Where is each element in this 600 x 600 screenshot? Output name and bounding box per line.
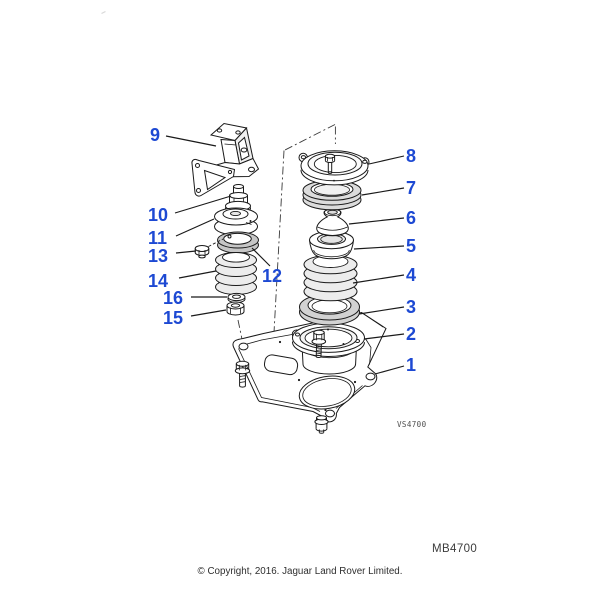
axis-line-top <box>283 124 336 151</box>
bolt-shank <box>239 372 246 388</box>
copyright-notice: © Copyright, 2016. Jaguar Land Rover Lim… <box>197 566 403 577</box>
callout-8[interactable]: 8 <box>368 146 416 166</box>
part-16-washer <box>227 292 246 304</box>
part-5-cup <box>308 230 355 260</box>
bolt-head <box>235 360 250 367</box>
callout-1[interactable]: 1 <box>374 355 416 375</box>
part-14-spring <box>215 252 257 295</box>
stud-hex-nut <box>229 192 248 199</box>
speck <box>101 10 106 15</box>
stud-top <box>233 184 244 189</box>
nut-head <box>316 415 327 421</box>
callout-label-9[interactable]: 9 <box>150 125 160 145</box>
callout-label-2[interactable]: 2 <box>406 324 416 344</box>
part-11-mount-cushion <box>214 207 258 236</box>
part-13-screw <box>194 238 224 259</box>
part-4-spring <box>303 254 358 302</box>
callout-label-4[interactable]: 4 <box>406 265 416 285</box>
callout-4[interactable]: 4 <box>352 265 416 285</box>
plate-hole-bottom <box>325 409 335 418</box>
callout-15[interactable]: 15 <box>163 308 227 328</box>
axis-line-vertical <box>273 150 285 333</box>
part-2-mount-cup <box>291 322 365 375</box>
callout-label-16[interactable]: 16 <box>163 288 183 308</box>
callout-label-7[interactable]: 7 <box>406 178 416 198</box>
cup-center-bolt <box>311 329 327 358</box>
callout-label-10[interactable]: 10 <box>148 205 168 225</box>
callout-12[interactable]: 12 <box>251 247 282 286</box>
part-15-nut <box>226 301 245 316</box>
callout-7[interactable]: 7 <box>361 178 416 198</box>
plate-bolt-bottom <box>314 415 329 434</box>
callout-label-6[interactable]: 6 <box>406 208 416 228</box>
diagram-code: VS4700 <box>397 420 427 429</box>
callout-3[interactable]: 3 <box>358 297 416 317</box>
callout-label-14[interactable]: 14 <box>148 271 168 291</box>
plate-bolt-left <box>234 360 251 388</box>
bolt-washer <box>234 367 251 375</box>
callout-5[interactable]: 5 <box>353 236 416 256</box>
flange-hole-left <box>295 332 300 337</box>
figure-code: MB4700 <box>432 543 478 555</box>
callout-label-13[interactable]: 13 <box>148 246 168 266</box>
plate-hole-top-left <box>238 342 249 351</box>
callout-label-8[interactable]: 8 <box>406 146 416 166</box>
plate-slot-cutout <box>263 354 299 376</box>
callout-6[interactable]: 6 <box>348 208 416 228</box>
plate-hole-right <box>365 372 376 381</box>
callout-2[interactable]: 2 <box>363 324 416 344</box>
callouts: 9 10 11 13 14 16 15 12 <box>148 125 416 375</box>
top-plate-bolt <box>324 153 336 174</box>
callout-9[interactable]: 9 <box>150 125 217 147</box>
callout-label-11[interactable]: 11 <box>148 228 167 248</box>
callout-label-15[interactable]: 15 <box>163 308 183 328</box>
callout-label-5[interactable]: 5 <box>406 236 416 256</box>
callout-label-1[interactable]: 1 <box>406 355 416 375</box>
part-12-seal-ring <box>217 231 259 254</box>
part-9-bracket <box>191 122 260 197</box>
part-7-collar <box>302 179 362 211</box>
plate-large-hole <box>298 375 356 410</box>
screw-head <box>194 245 210 252</box>
callout-10[interactable]: 10 <box>148 195 232 225</box>
part-6-buffer <box>316 208 349 237</box>
callout-16[interactable]: 16 <box>163 288 227 308</box>
top-plate-hole-right <box>362 159 368 164</box>
callout-13[interactable]: 13 <box>148 246 197 266</box>
callout-11[interactable]: 11 <box>148 218 215 248</box>
top-plate-hole-left <box>300 155 306 160</box>
callout-14[interactable]: 14 <box>148 270 217 291</box>
callout-label-3[interactable]: 3 <box>406 297 416 317</box>
callout-label-12[interactable]: 12 <box>262 266 282 286</box>
part-8-top-plate <box>298 150 370 186</box>
